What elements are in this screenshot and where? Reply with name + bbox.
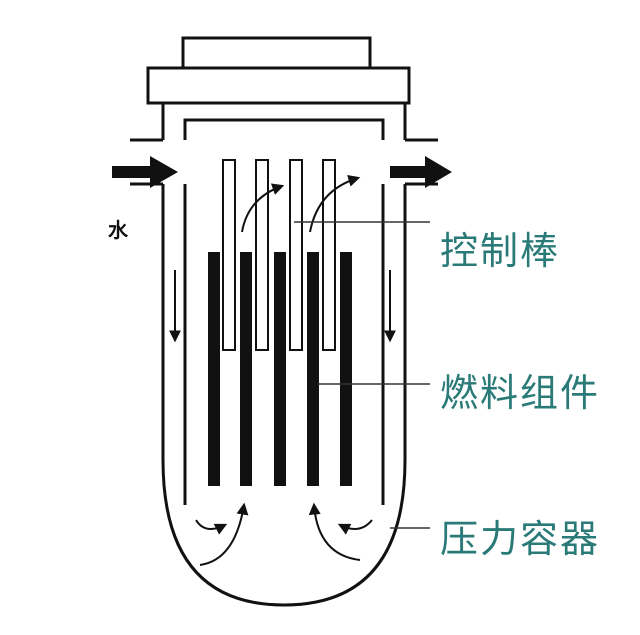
flow-arrow-top-right [309,175,361,233]
pressure-vessel-label: 压力容器 [440,517,601,561]
control-rod [222,159,236,351]
control-rod [322,159,336,351]
flow-arrow-bottom-left-in [195,519,228,535]
flow-arrow-bottom-left-up [199,502,249,566]
inlet-nozzle [130,130,187,200]
vessel-flange [146,66,411,105]
control-rods [222,159,336,351]
outlet-nozzle [381,130,438,200]
control-rod [255,159,269,351]
control-rod-label: 控制棒 [440,229,561,273]
flow-arrow-top-left [241,183,285,233]
water-outlet-arrow [390,156,452,188]
water-label: 水 [108,218,128,242]
fuel-rod [307,252,319,486]
fuel-rod [208,252,220,486]
flow-arrow-bottom-right-up [308,502,361,561]
fuel-assembly-label: 燃料组件 [440,371,601,415]
core-barrel [183,118,385,505]
fuel-assemblies [208,252,352,486]
fuel-rod [274,252,286,486]
control-rod [289,159,303,351]
water-inlet-arrow [112,156,178,188]
fuel-rod [340,252,352,486]
vessel-lid-top [181,36,372,70]
fuel-rod [240,252,252,486]
flow-arrow-bottom-right-in [337,519,373,535]
